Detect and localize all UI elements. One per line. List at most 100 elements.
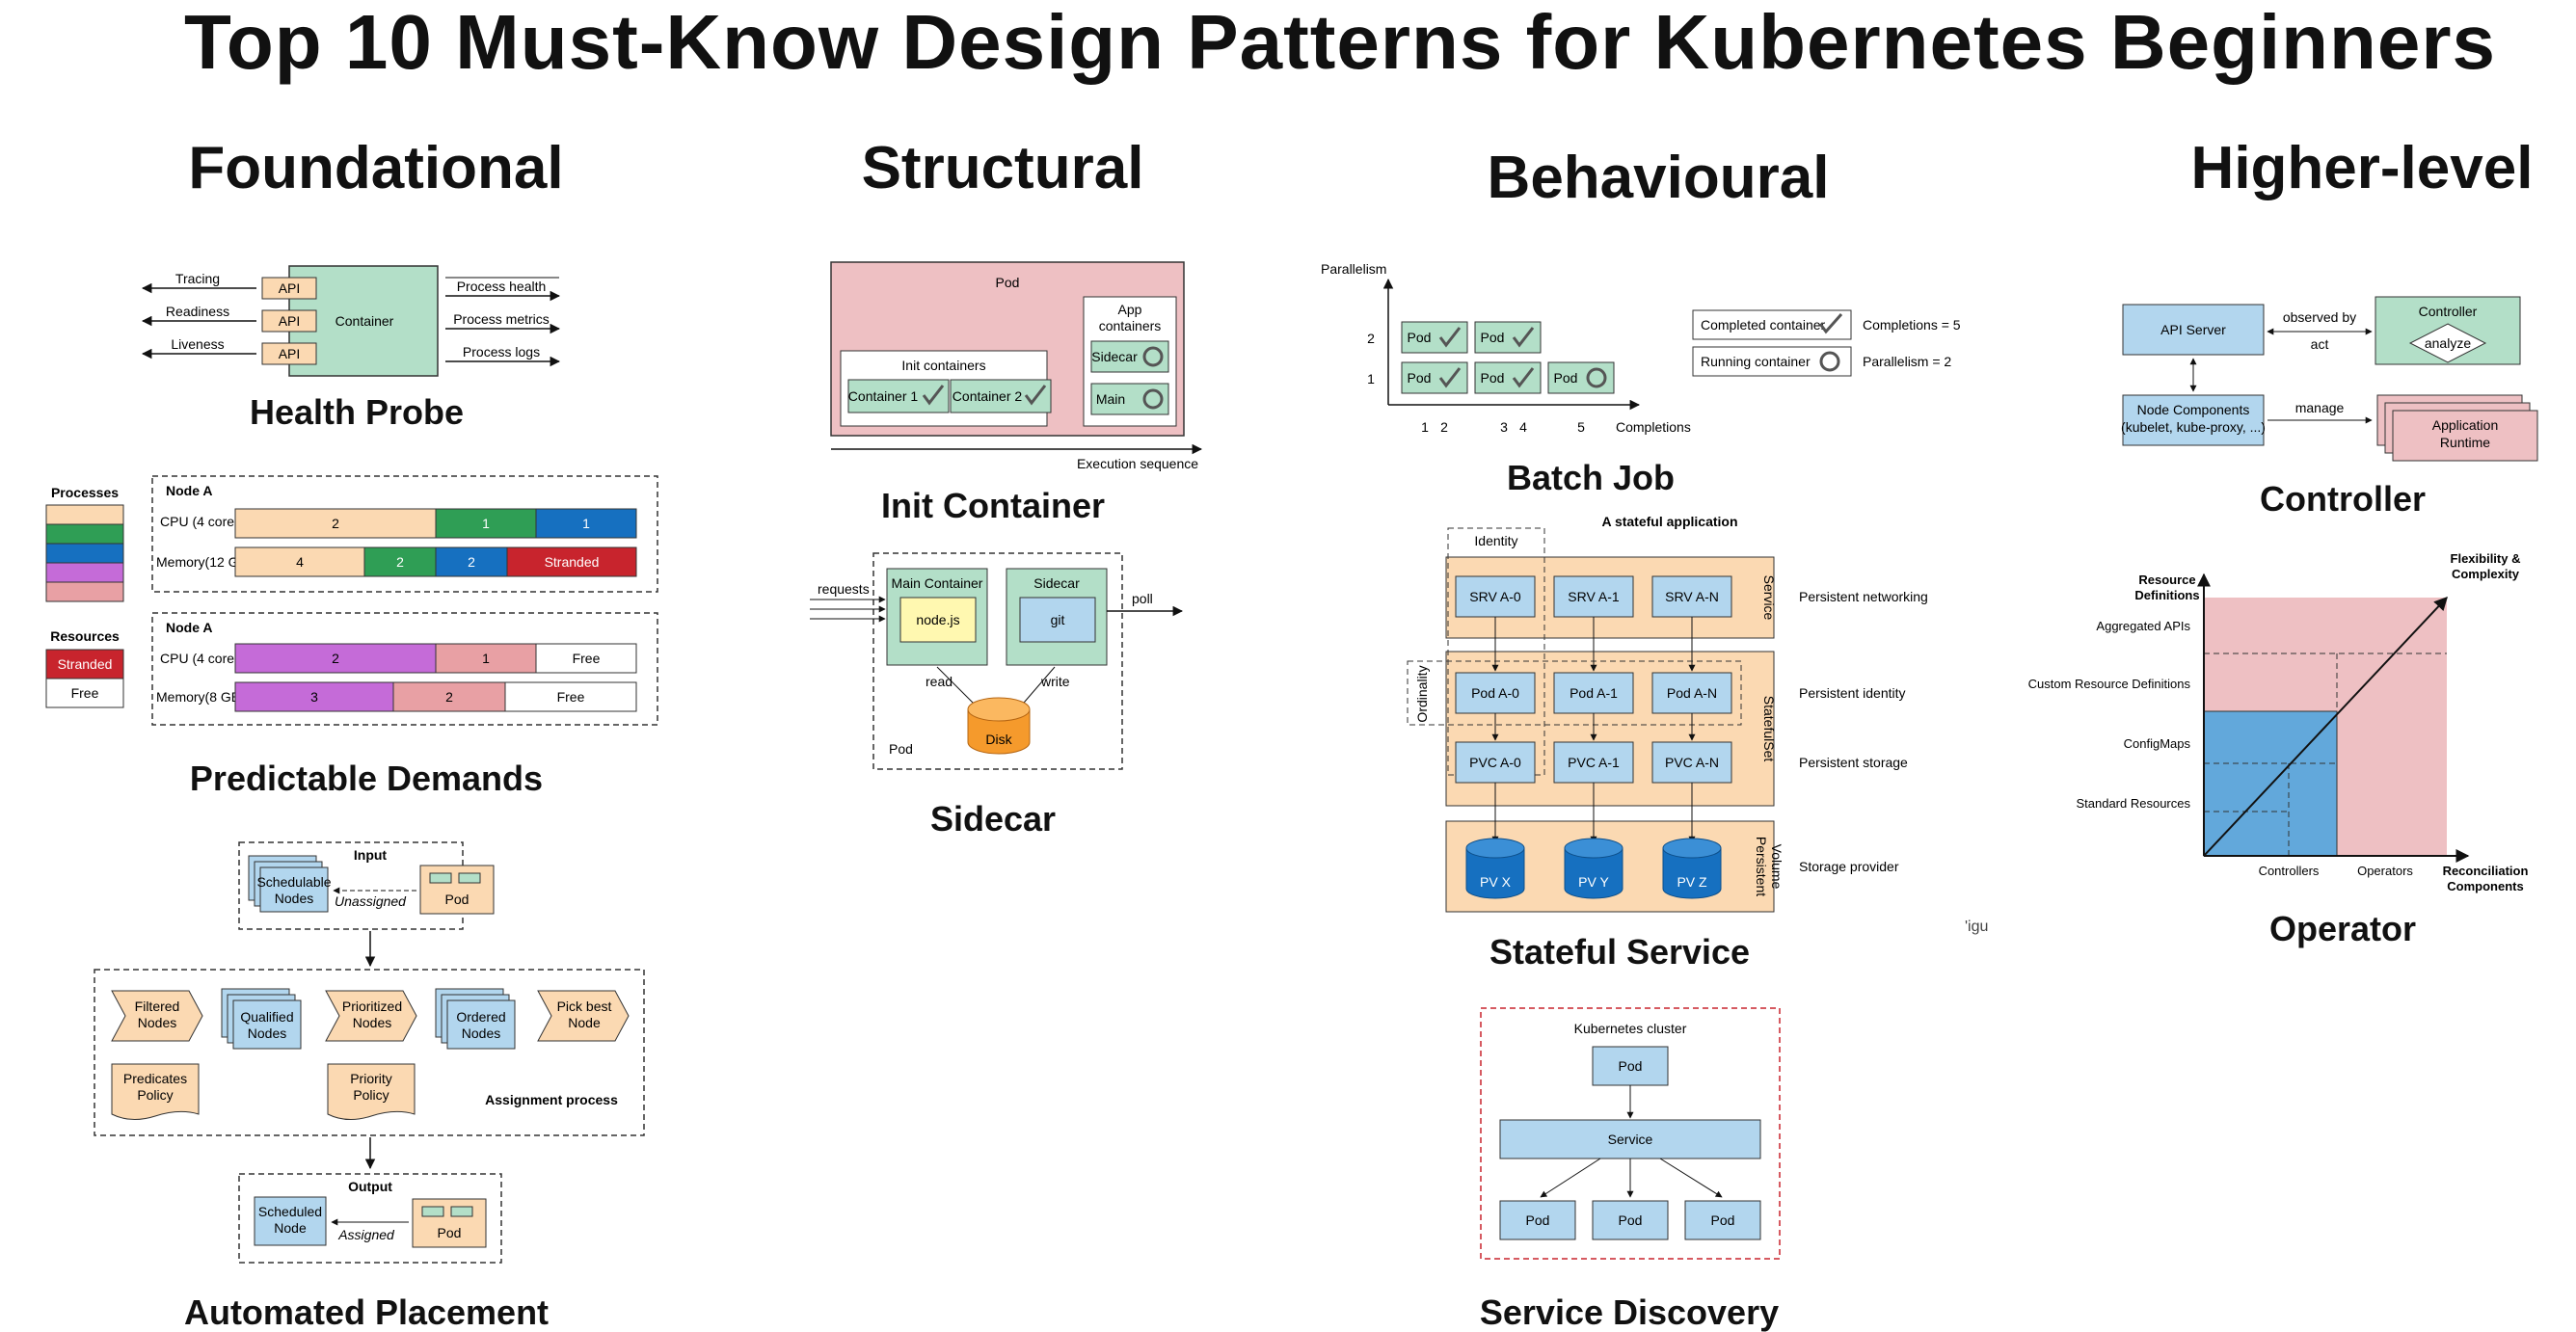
sd-pod-2: Pod xyxy=(1619,1212,1643,1228)
bj-parallelism: Parallelism = 2 xyxy=(1863,354,1951,369)
ap-priority-1: Priority xyxy=(350,1071,392,1086)
ct-manage: manage xyxy=(2295,400,2345,415)
ap-pod-input: Pod xyxy=(445,892,470,907)
sc-disk: Disk xyxy=(985,732,1012,747)
category-foundational: Foundational xyxy=(188,135,564,201)
stateful-service-diagram: A stateful application Service StatefulS… xyxy=(1407,514,1988,935)
bj-pod-r2c1: Pod xyxy=(1408,330,1432,345)
pattern-label-batch-job: Batch Job xyxy=(1506,458,1676,497)
bj-y2: 2 xyxy=(1367,331,1375,346)
pattern-label-controller: Controller xyxy=(2259,479,2426,519)
bj-x3: 3 xyxy=(1500,419,1508,435)
ct-act: act xyxy=(2311,336,2329,352)
op-xtick-operators: Operators xyxy=(2357,864,2413,878)
pd-cpu1-seg2: 1 xyxy=(482,516,490,531)
ap-priority-2: Policy xyxy=(353,1087,389,1103)
op-ytick-crd: Custom Resource Definitions xyxy=(2028,677,2191,691)
ct-observed-by: observed by xyxy=(2283,309,2356,325)
pd-cpu2-free: Free xyxy=(573,651,601,666)
controller-diagram: API Server Controller analyze observed b… xyxy=(2121,296,2538,462)
pattern-label-predictable-demands: Predictable Demands xyxy=(189,759,544,798)
pd-node-a-2: Node A xyxy=(166,620,212,635)
pd-processes-label: Processes xyxy=(51,485,119,500)
sc-read: read xyxy=(926,674,953,689)
pd-mem1-stranded: Stranded xyxy=(545,554,600,570)
sc-write: write xyxy=(1040,674,1070,689)
ss-pod-1: Pod A-1 xyxy=(1570,685,1618,701)
ap-filtered-1: Filtered xyxy=(135,999,180,1014)
hp-right-process-health: Process health xyxy=(457,279,547,294)
bj-x2: 2 xyxy=(1440,419,1448,435)
page-title: Top 10 Must-Know Design Patterns for Kub… xyxy=(183,0,2497,85)
hp-container-label: Container xyxy=(335,313,394,329)
op-ylabel-2: Definitions xyxy=(2134,588,2199,602)
hp-api-stack: API API API xyxy=(261,277,317,365)
ap-predicates-1: Predicates xyxy=(123,1071,187,1086)
pattern-label-init-container: Init Container xyxy=(881,486,1105,525)
bj-xlabel: Completions xyxy=(1616,419,1691,435)
pd-free-legend: Free xyxy=(71,685,99,701)
sidecar-diagram: requests Main Container node.js Sidecar … xyxy=(810,552,1184,770)
ct-node-comp-2: (kubelet, kube-proxy, ...) xyxy=(2121,419,2266,435)
hp-left-readiness: Readiness xyxy=(166,304,229,319)
sc-git: git xyxy=(1051,612,1065,627)
hp-left-liveness: Liveness xyxy=(171,336,224,352)
ss-pv-y: PV Y xyxy=(1578,874,1609,890)
sc-sidecar: Sidecar xyxy=(1033,575,1080,591)
init-container-diagram: Pod Init containers Container 1 Containe… xyxy=(830,261,1203,471)
ap-qualified-2: Nodes xyxy=(248,1026,286,1041)
bj-pod-r1c1: Pod xyxy=(1408,370,1432,386)
bj-pod-r1c3: Pod xyxy=(1554,370,1578,386)
ct-app-runtime-1: Application xyxy=(2432,417,2499,433)
category-higher-level: Higher-level xyxy=(2190,135,2534,201)
op-xlabel-2: Components xyxy=(2447,879,2523,893)
ic-sidecar: Sidecar xyxy=(1091,349,1138,364)
ap-assignment-process: Assignment process xyxy=(485,1092,618,1107)
ss-srv-1: SRV A-1 xyxy=(1568,589,1620,604)
sc-requests: requests xyxy=(818,581,870,597)
ct-node-comp-1: Node Components xyxy=(2137,402,2250,417)
ss-heading: A stateful application xyxy=(1601,514,1737,529)
ic-container-2: Container 2 xyxy=(953,388,1023,404)
ap-schedulable-1: Schedulable xyxy=(256,874,331,890)
ap-predicates-2: Policy xyxy=(137,1087,173,1103)
ct-controller: Controller xyxy=(2419,304,2478,319)
ss-service-side: Service xyxy=(1761,575,1777,621)
bj-x4: 4 xyxy=(1519,419,1527,435)
sc-nodejs: node.js xyxy=(916,612,959,627)
op-xlabel-1: Reconciliation xyxy=(2443,864,2529,878)
ss-identity: Identity xyxy=(1474,533,1517,548)
ss-srv-0: SRV A-0 xyxy=(1469,589,1521,604)
ap-pickbest-1: Pick best xyxy=(557,999,612,1014)
pattern-label-operator: Operator xyxy=(2268,909,2417,948)
ic-pod: Pod xyxy=(996,275,1020,290)
op-xtick-controllers: Controllers xyxy=(2259,864,2320,878)
ss-pod-0: Pod A-0 xyxy=(1471,685,1519,701)
ss-pvc-0: PVC A-0 xyxy=(1469,755,1521,770)
ss-pvc-1: PVC A-1 xyxy=(1568,755,1620,770)
pd-cpu-label-2: CPU (4 cores) xyxy=(160,651,246,666)
batch-job-diagram: Parallelism Completions 2 1 1 2 3 4 5 Po… xyxy=(1321,261,1961,435)
hp-left-tracing: Tracing xyxy=(175,271,220,286)
hp-api-2: API xyxy=(279,313,301,329)
ss-stray-text: 'igu xyxy=(1965,919,1988,935)
predictable-demands-diagram: Processes Resources Stranded Free Node A… xyxy=(45,475,658,726)
ap-prioritized-2: Nodes xyxy=(353,1015,391,1030)
pd-cpu1-seg3: 1 xyxy=(582,516,590,531)
ss-pv-x: PV X xyxy=(1480,874,1512,890)
pd-node-a-1: Node A xyxy=(166,483,212,498)
pd-cpu1-seg1: 2 xyxy=(332,516,339,531)
service-discovery-diagram: Kubernetes cluster Pod Service Pod Pod P… xyxy=(1480,1007,1781,1260)
operator-diagram: Resource Definitions Flexibility & Compl… xyxy=(2028,551,2529,893)
hp-api-1: API xyxy=(279,280,301,296)
ss-pv-side-2: Volume xyxy=(1769,844,1784,890)
sd-pod-top: Pod xyxy=(1619,1058,1643,1074)
sc-pod: Pod xyxy=(889,741,913,757)
pd-mem-label-1: Memory(12 GB) xyxy=(156,554,253,570)
ss-statefulset-side: StatefulSet xyxy=(1761,696,1777,762)
category-structural: Structural xyxy=(861,135,1144,201)
ss-ident: Persistent identity xyxy=(1799,685,1906,701)
pd-cpu-label-1: CPU (4 cores) xyxy=(160,514,246,529)
ic-exec-seq: Execution sequence xyxy=(1077,456,1198,471)
pattern-label-stateful-service: Stateful Service xyxy=(1489,932,1751,972)
